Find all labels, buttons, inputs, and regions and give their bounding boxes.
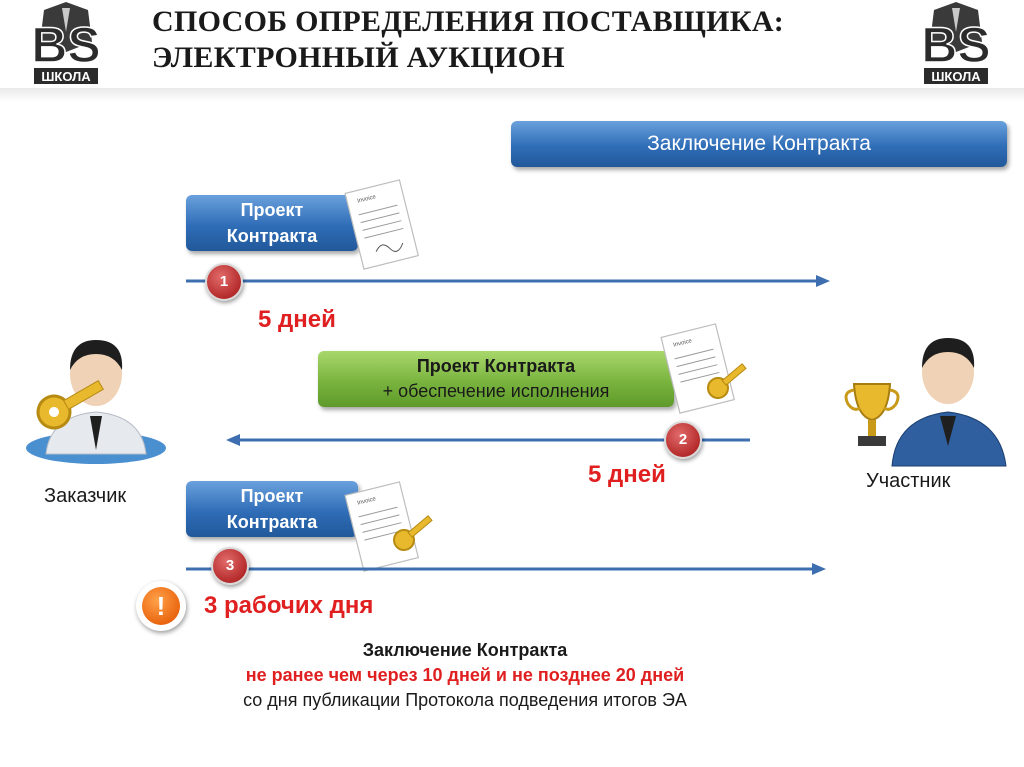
step3-number: 3 [225, 557, 235, 574]
step3-card-line1: Проект [240, 486, 304, 506]
step3-arrow [186, 563, 826, 575]
logo-right: BS ШКОЛА [896, 2, 1016, 88]
svg-text:Invoice: Invoice [673, 338, 694, 349]
document-with-key-icon: Invoice [344, 481, 433, 572]
document-with-key-icon: Invoice [660, 323, 747, 414]
participant-avatar [844, 338, 1007, 467]
logo-letters: BS [31, 17, 100, 73]
logo-caption: ШКОЛА [931, 69, 981, 84]
contract-conclusion-banner: Заключение Контракта [511, 121, 1007, 167]
step3-contract-card: Проект Контракта [186, 481, 358, 537]
svg-text:Invoice: Invoice [357, 496, 378, 507]
step1-contract-card: Проект Контракта [186, 195, 358, 251]
document-icon: Invoice [344, 179, 420, 270]
step1-number-badge: 1 [205, 263, 243, 301]
footer-line2: не ранее чем через 10 дней и не позднее … [245, 665, 685, 685]
step2-number-badge: 2 [664, 421, 702, 459]
step1-duration: 5 дней [258, 306, 336, 333]
step1-card-line1: Проект [240, 200, 304, 220]
customer-avatar [26, 340, 166, 464]
step3-duration: 3 рабочих дня [204, 592, 374, 619]
footer-line3: со дня публикации Протокола подведения и… [243, 690, 687, 710]
header-divider [0, 88, 1024, 102]
step1-number: 1 [219, 273, 229, 290]
logo-left: BS ШКОЛА [6, 2, 126, 88]
trophy-icon [844, 383, 900, 446]
customer-label: Заказчик [44, 485, 127, 507]
title-line-2: ЭЛЕКТРОННЫЙ АУКЦИОН [152, 41, 565, 74]
step1-card-line2: Контракта [226, 226, 318, 246]
step2-card-line2: + обеспечение исполнения [382, 381, 610, 401]
logo-letters: BS [921, 17, 990, 73]
step2-card-line1: Проект Контракта [416, 356, 576, 376]
step3-number-badge: 3 [211, 547, 249, 585]
title-line-1: СПОСОБ ОПРЕДЕЛЕНИЯ ПОСТАВЩИКА: [152, 5, 785, 38]
page-title: СПОСОБ ОПРЕДЕЛЕНИЯ ПОСТАВЩИКА: ЭЛЕКТРОНН… [152, 4, 784, 76]
svg-text:Invoice: Invoice [357, 194, 378, 205]
step2-number: 2 [678, 431, 688, 448]
warning-icon: ! [142, 587, 180, 625]
banner-label: Заключение Контракта [647, 132, 871, 155]
step2-duration: 5 дней [588, 461, 666, 488]
participant-label: Участник [866, 470, 951, 492]
step2-contract-card: Проект Контракта + обеспечение исполнени… [318, 351, 674, 407]
footer-line1: Заключение Контракта [362, 640, 568, 660]
logo-caption: ШКОЛА [41, 69, 91, 84]
step1-arrow [186, 275, 830, 287]
key-icon [36, 379, 104, 430]
step3-card-line2: Контракта [226, 512, 318, 532]
warning-badge: ! [136, 581, 186, 631]
footer-note: Заключение Контракта не ранее чем через … [150, 638, 780, 713]
